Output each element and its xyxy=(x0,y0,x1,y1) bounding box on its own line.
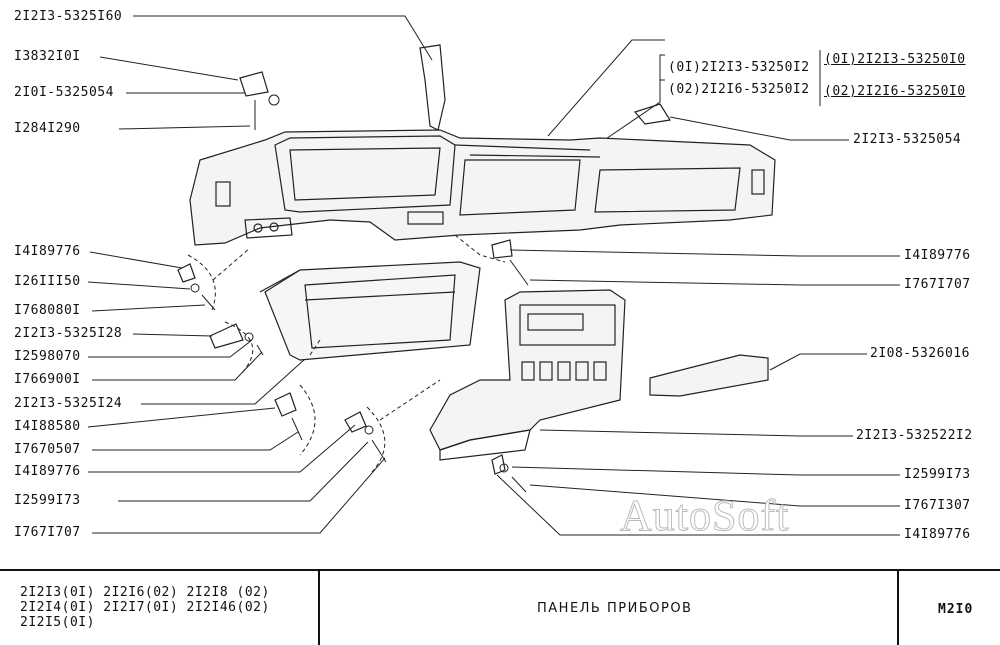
clip-3 xyxy=(344,411,367,433)
clip-4 xyxy=(491,454,506,475)
bracket-small xyxy=(239,71,269,97)
variant-label: (02)2I2I6-53250I2 xyxy=(668,82,810,97)
callout-label: 2I2I3-5325I28 xyxy=(14,326,123,341)
console-switches xyxy=(521,361,607,381)
callout-label: 2I0I-5325054 xyxy=(14,85,114,100)
callout-label: 2I2I3-532522I2 xyxy=(856,428,973,443)
divider xyxy=(897,571,899,645)
bracket-right xyxy=(633,103,671,125)
clip-2 xyxy=(274,392,297,417)
dashed-guides xyxy=(187,234,506,473)
callout-label: I284I290 xyxy=(14,121,81,136)
callout-label: I3832I0I xyxy=(14,49,81,64)
callout-label: I4I89776 xyxy=(904,248,971,263)
callout-label: I4I88580 xyxy=(14,419,81,434)
callout-label: I4I89776 xyxy=(14,244,81,259)
callout-label: I7670507 xyxy=(14,442,81,457)
leader-lines xyxy=(87,15,900,536)
glovebox-part xyxy=(259,261,481,361)
callout-label: I766900I xyxy=(14,372,81,387)
callout-label: I2599I73 xyxy=(904,467,971,482)
clip-1 xyxy=(177,263,196,283)
dashboard-exploded-drawing xyxy=(87,15,900,536)
ashtray-drawer xyxy=(649,354,769,397)
bracket-top xyxy=(419,44,446,131)
callout-label: I2599I73 xyxy=(14,493,81,508)
callout-bracket-top-label: 2I2I3-5325I60 xyxy=(14,9,123,24)
callout-label: I4I89776 xyxy=(904,527,971,542)
dashboard-panel xyxy=(189,129,776,246)
variant-label: (02)2I2I6-53250I0 xyxy=(824,84,966,99)
model-codes-line: 2I2I4(0I) 2I2I7(0I) 2I2I46(02) xyxy=(20,600,270,615)
drawing-title: ПАНЕЛЬ ПРИБОРОВ xyxy=(537,601,693,616)
title-block: 2I2I3(0I) 2I2I6(02) 2I2I8 (02) 2I2I4(0I)… xyxy=(0,569,1000,645)
callout-label: 2I08-5326016 xyxy=(870,346,970,361)
callout-label: I767I307 xyxy=(904,498,971,513)
callout-label: 2I2I3-5325054 xyxy=(853,132,962,147)
callout-label: I26III50 xyxy=(14,274,81,289)
bracket-mid xyxy=(209,323,244,349)
callout-label: I4I89776 xyxy=(14,464,81,479)
callout-label: I767I707 xyxy=(14,525,81,540)
watermark: AutoSoft xyxy=(619,491,790,541)
variant-label: (0I)2I2I3-53250I2 xyxy=(668,60,810,75)
sheet-number: M2I0 xyxy=(938,602,974,617)
divider xyxy=(318,571,320,645)
variant-label: (0I)2I2I3-53250I0 xyxy=(824,52,966,67)
callout-label: I2598070 xyxy=(14,349,81,364)
model-codes: 2I2I3(0I) 2I2I6(02) 2I2I8 (02) 2I2I4(0I)… xyxy=(20,585,270,630)
center-console xyxy=(429,289,626,461)
model-codes-line: 2I2I3(0I) 2I2I6(02) 2I2I8 (02) xyxy=(20,585,270,600)
callout-label: 2I2I3-5325I24 xyxy=(14,396,123,411)
callout-label: I767I707 xyxy=(904,277,971,292)
model-codes-line: 2I2I5(0I) xyxy=(20,615,95,630)
clip-5 xyxy=(491,239,513,259)
callout-label: I768080I xyxy=(14,303,81,318)
